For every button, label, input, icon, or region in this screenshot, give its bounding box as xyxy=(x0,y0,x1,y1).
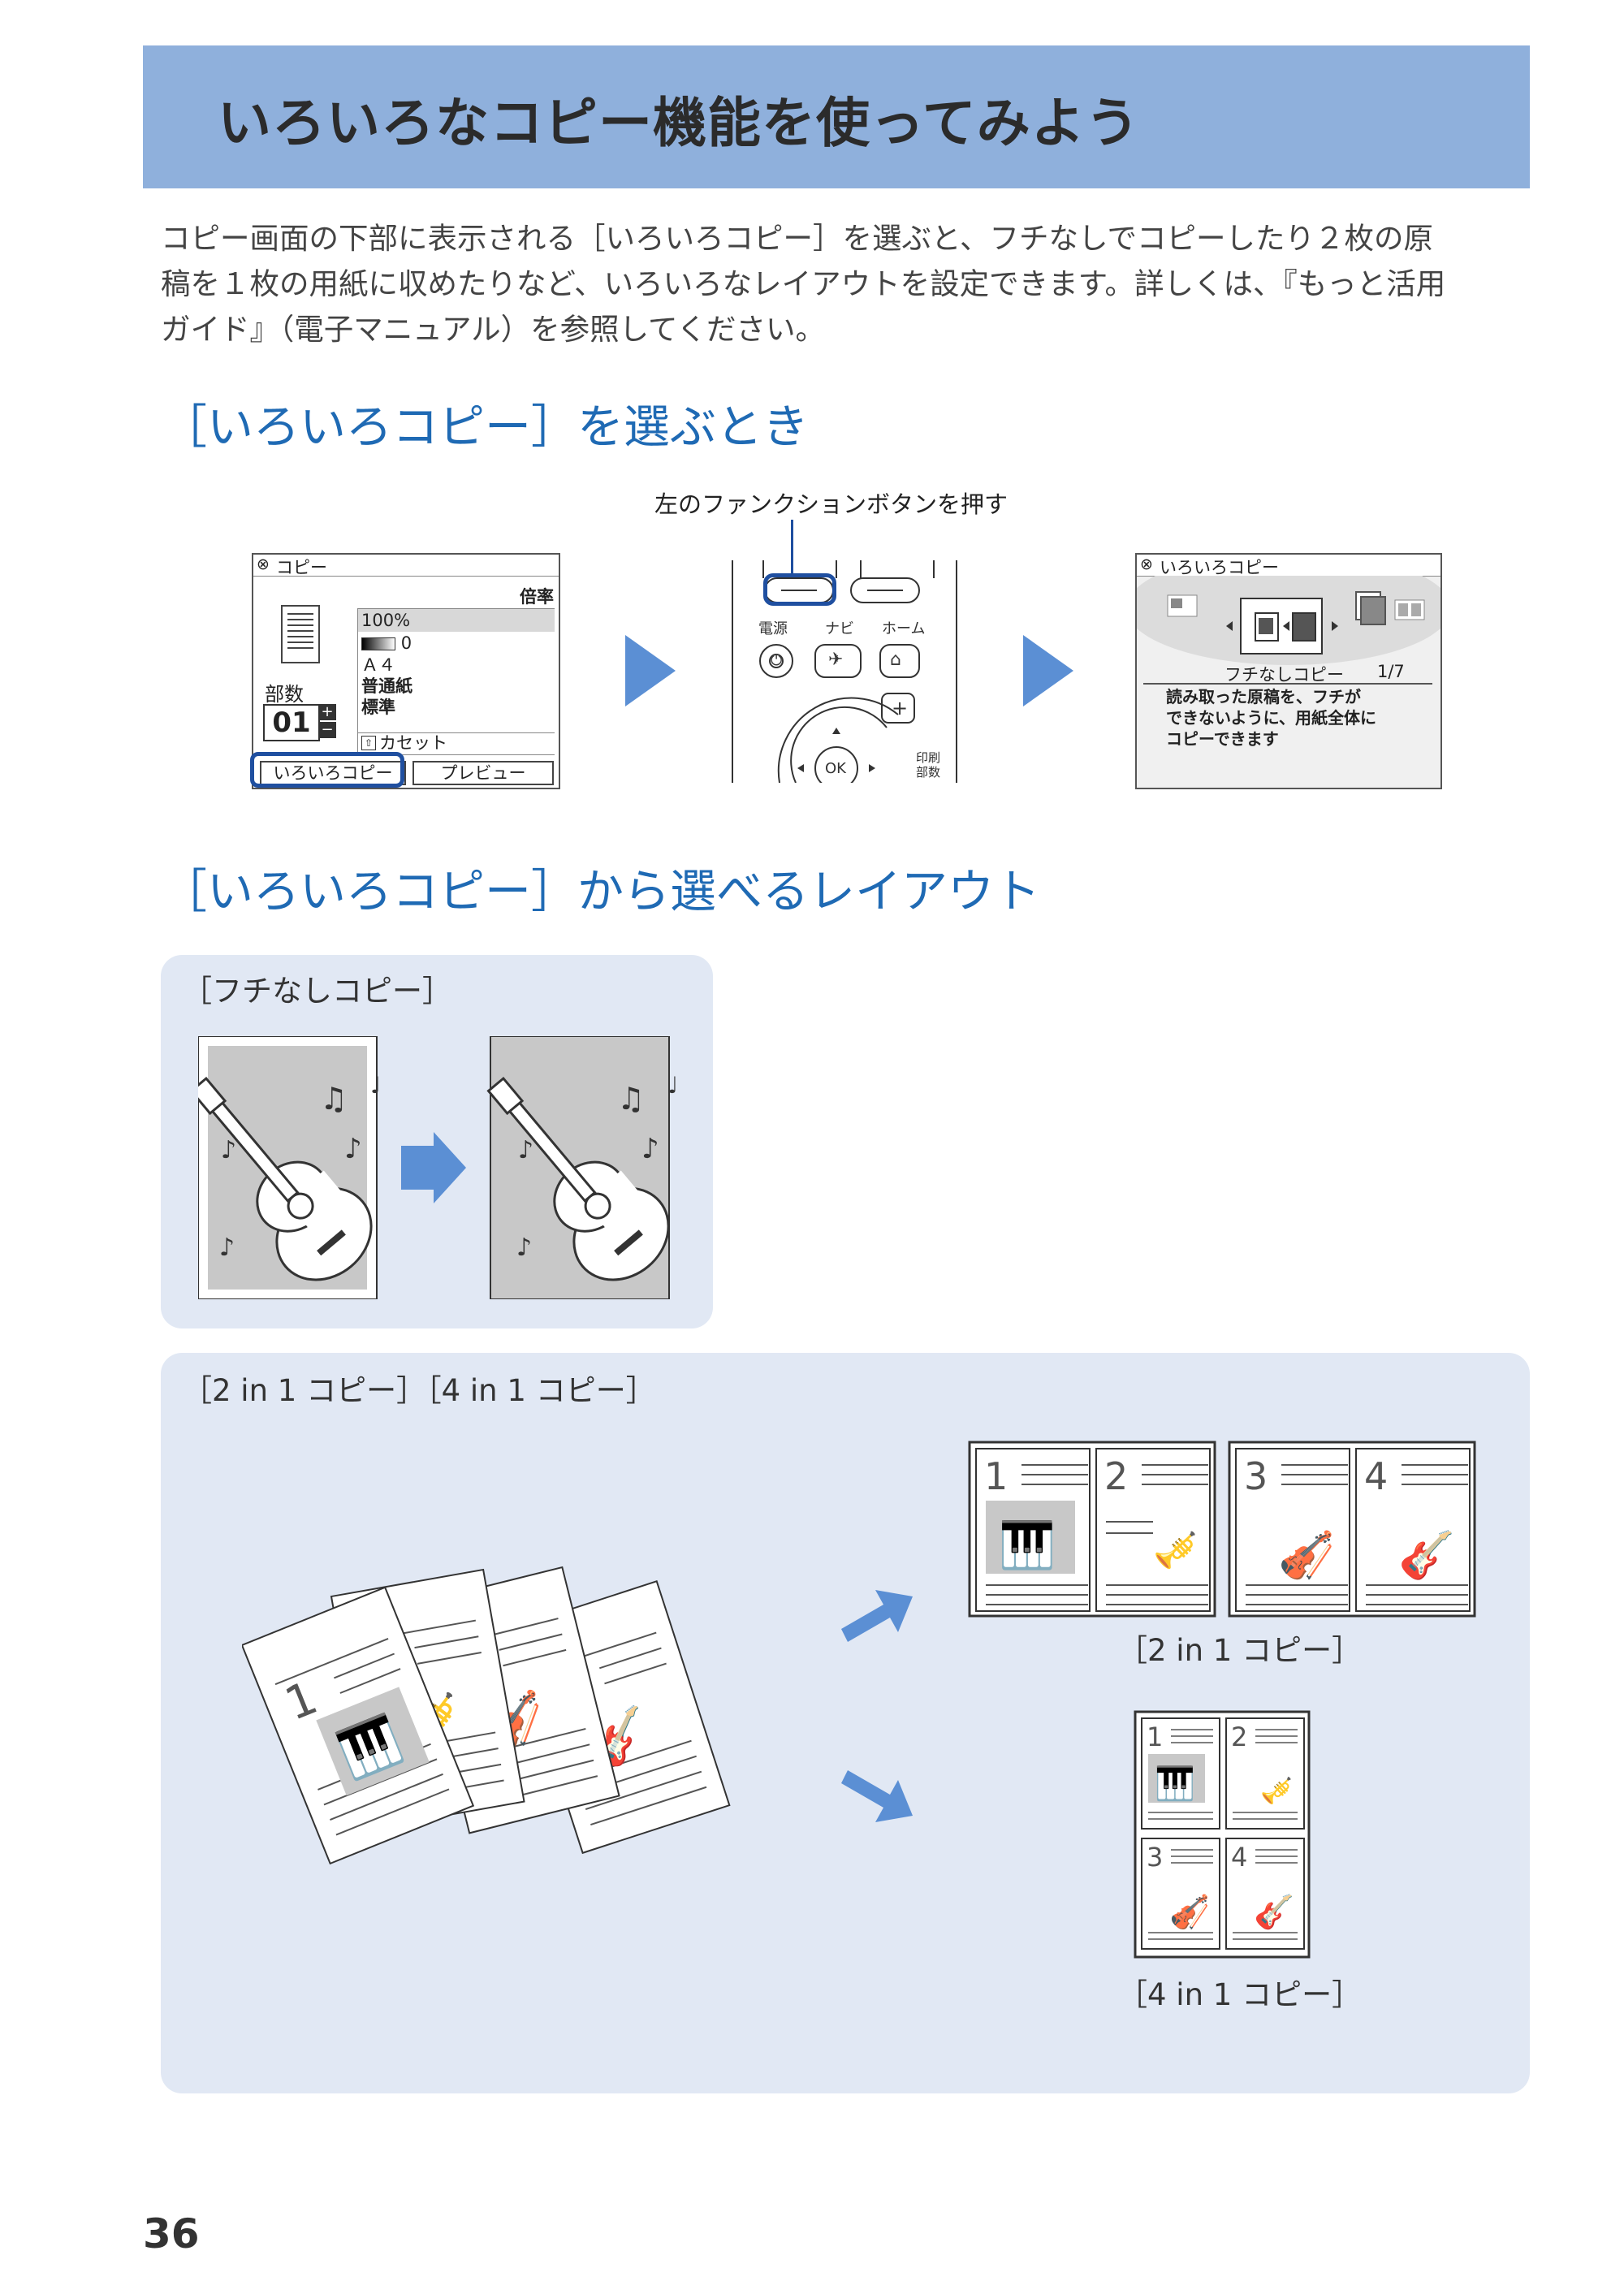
various-screen-title: いろいろコピー xyxy=(1160,558,1279,577)
svg-text:4: 4 xyxy=(1231,1842,1247,1873)
print-quality: 標準 xyxy=(361,698,395,717)
right-function-button[interactable] xyxy=(853,573,918,606)
copy-screen-header: ⊗ コピー xyxy=(253,555,559,577)
svg-text:🎻: 🎻 xyxy=(1278,1529,1335,1582)
section-heading-select: ［いろいろコピー］を選ぶとき xyxy=(161,400,809,454)
copies-value: 01 xyxy=(263,704,320,741)
plus-button[interactable] xyxy=(882,693,914,723)
svg-text:+: + xyxy=(892,697,908,719)
operation-panel: + 電源 ナビ ホーム ⏻ ✈ ⌂ OK 印刷 部数 xyxy=(731,560,958,783)
intro-line: 稿を１枚の用紙に収めたりなど、いろいろなレイアウトを設定できます。詳しくは、『も… xyxy=(161,266,1446,301)
copies-key-label-1: 印刷 xyxy=(916,750,941,765)
home-button[interactable]: ⌂ xyxy=(880,645,919,677)
result-2in1-illustration: 1 🎹 2 🎺 3 🎻 4 🎸 xyxy=(968,1441,1476,1618)
ratio-label: 倍率 xyxy=(520,587,554,607)
desc-line: コピーできます xyxy=(1166,729,1279,749)
mode-name: フチなしコピー xyxy=(1224,665,1344,685)
home-icon: ⌂ xyxy=(890,650,901,670)
original-pages-illustration: 4 🎸 3 🎻 2 🎺 1 🎹 xyxy=(242,1566,731,1865)
intro-paragraph: コピー画面の下部に表示される［いろいろコピー］を選ぶと、フチなしでコピーしたり２… xyxy=(161,216,1533,352)
svg-text:3: 3 xyxy=(1147,1842,1163,1873)
ratio-value: 100% xyxy=(358,609,555,632)
svg-text:2: 2 xyxy=(1104,1454,1128,1498)
flow-arrow-icon xyxy=(1023,635,1073,706)
svg-text:4: 4 xyxy=(1364,1454,1388,1498)
settings-list: 100% 0 Ａ４ 普通紙 標準 xyxy=(357,608,555,733)
copy-screen-title: コピー xyxy=(276,558,327,577)
svg-text:🎸: 🎸 xyxy=(1254,1893,1294,1931)
result-4in1-illustration: 1 🎹 2 🎺 3 🎻 4 🎸 xyxy=(1134,1710,1311,1959)
home-label: ホーム xyxy=(882,620,926,637)
paper-size: Ａ４ xyxy=(361,655,395,675)
mode-description: 読み取った原稿を、フチが できないように、用紙全体に コピーできます xyxy=(1166,686,1376,750)
multi-page-label: ［2 in 1 コピー］［4 in 1 コピー］ xyxy=(182,1373,656,1408)
page-number: 36 xyxy=(143,2210,200,2257)
borderless-panel: ［フチなしコピー］ ♫ ♪ ♪ ♩ ♪ xyxy=(161,955,713,1328)
multi-page-panel: ［2 in 1 コピー］［4 in 1 コピー］ 4 🎸 3 🎻 xyxy=(161,1353,1530,2093)
power-label: 電源 xyxy=(758,620,788,637)
svg-text:🎻: 🎻 xyxy=(1169,1893,1210,1931)
navi-button[interactable]: ✈ xyxy=(815,645,861,677)
source-value: カセット xyxy=(379,733,447,753)
svg-text:🎹: 🎹 xyxy=(1155,1765,1195,1803)
arrow-to-2in1-icon xyxy=(841,1590,913,1642)
borderless-illustration: ♫ ♪ ♪ ♩ ♪ xyxy=(198,1036,677,1299)
plus-icon: + xyxy=(318,704,336,720)
borderless-label: ［フチなしコピー］ xyxy=(182,974,452,1009)
density-row: 0 xyxy=(358,632,555,655)
desc-line: 読み取った原稿を、フチが xyxy=(1166,687,1361,706)
preview-button[interactable]: プレビュー xyxy=(412,761,554,785)
various-copy-screen: ⊗ いろいろコピー フチなしコピー 1/7 読み取った原稿を、フチが できないよ… xyxy=(1135,553,1442,789)
flow-arrow-icon xyxy=(625,635,676,706)
caption-4in1: ［4 in 1 コピー］ xyxy=(1117,1977,1363,2012)
svg-text:🎺: 🎺 xyxy=(1153,1530,1198,1571)
page-title: いろいろなコピー機能を使ってみよう xyxy=(218,92,1140,154)
svg-text:1: 1 xyxy=(1147,1722,1163,1752)
svg-text:3: 3 xyxy=(1244,1454,1268,1498)
document-icon xyxy=(281,605,320,663)
divider xyxy=(1143,683,1432,685)
title-bar: いろいろなコピー機能を使ってみよう xyxy=(143,45,1530,188)
svg-text:🎸: 🎸 xyxy=(1398,1529,1455,1582)
caption-2in1: ［2 in 1 コピー］ xyxy=(1117,1633,1363,1668)
section-heading-layouts: ［いろいろコピー］から選べるレイアウト xyxy=(161,865,1040,918)
power-icon: ⏻ xyxy=(771,652,783,669)
page-indicator: 1/7 xyxy=(1377,662,1405,681)
navi-label: ナビ xyxy=(825,620,854,637)
svg-text:🎺: 🎺 xyxy=(1260,1775,1293,1806)
copies-key-label-2: 部数 xyxy=(916,765,941,780)
copy-icon: ⊗ xyxy=(257,555,270,573)
density-value: 0 xyxy=(400,633,412,653)
intro-line: ガイド』（電子マニュアル）を参照してください。 xyxy=(161,312,825,347)
callout-line xyxy=(791,520,793,578)
navi-icon: ✈ xyxy=(828,650,844,670)
density-icon xyxy=(361,637,395,650)
minus-icon: − xyxy=(318,722,336,738)
source-row: ⇧カセット xyxy=(357,732,555,755)
intro-line: コピー画面の下部に表示される［いろいろコピー］を選ぶと、フチなしでコピーしたり２… xyxy=(161,221,1433,256)
copy-screen: ⊗ コピー 倍率 100% 0 Ａ４ 普通紙 標準 部数 01 + − ⇧カセッ… xyxy=(252,553,560,789)
layout-carousel xyxy=(1137,576,1440,665)
cassette-icon: ⇧ xyxy=(361,736,376,750)
svg-text:2: 2 xyxy=(1231,1722,1247,1752)
arrow-to-4in1-icon xyxy=(841,1770,913,1822)
copy-icon: ⊗ xyxy=(1140,555,1153,573)
various-screen-header: ⊗ いろいろコピー xyxy=(1137,555,1440,577)
highlight-left-function xyxy=(763,573,836,606)
desc-line: できないように、用紙全体に xyxy=(1166,708,1376,728)
copies-label: 部数 xyxy=(265,683,304,706)
ok-button[interactable]: OK xyxy=(825,760,846,777)
svg-text:1: 1 xyxy=(984,1454,1008,1498)
highlight-various-copy xyxy=(250,752,404,788)
power-button[interactable]: ⏻ xyxy=(760,645,793,677)
paper-type: 普通紙 xyxy=(361,676,412,696)
callout-text: 左のファンクションボタンを押す xyxy=(654,490,1009,518)
svg-text:🎹: 🎹 xyxy=(999,1519,1056,1572)
